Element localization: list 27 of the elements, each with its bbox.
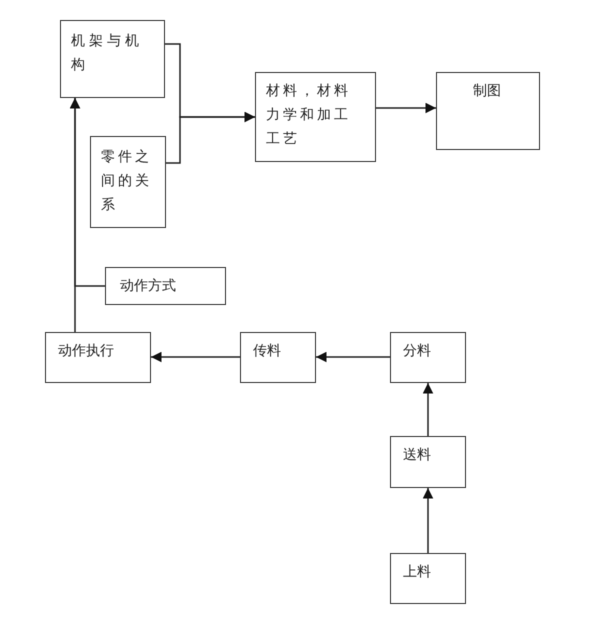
process-box: [390, 553, 466, 604]
box-label: 制图: [473, 82, 502, 101]
box-label: 送料: [403, 446, 432, 465]
arrow: [151, 352, 240, 362]
box-label: 分料: [403, 342, 432, 361]
process-box: [436, 72, 540, 150]
box-label: 动作方式: [120, 277, 177, 296]
process-box: [105, 267, 226, 305]
box-label: 机架与机构: [71, 32, 144, 75]
arrow: [166, 112, 255, 164]
process-box: [390, 332, 466, 383]
process-box: [390, 436, 466, 488]
box-label: 材料，材料力学和加工工艺: [266, 82, 352, 149]
arrow: [422, 488, 434, 553]
arrow: [316, 352, 390, 362]
process-box: [60, 20, 165, 98]
process-box: [255, 72, 376, 162]
process-box: [90, 136, 166, 228]
box-label: 动作执行: [58, 342, 115, 361]
process-box: [45, 332, 151, 383]
box-label: 零件之间的关系: [101, 148, 153, 215]
process-box: [240, 332, 316, 383]
arrow: [376, 102, 436, 114]
arrow: [422, 383, 434, 436]
box-label: 上料: [403, 563, 432, 582]
arrow: [70, 98, 105, 287]
box-label: 传料: [253, 342, 282, 361]
